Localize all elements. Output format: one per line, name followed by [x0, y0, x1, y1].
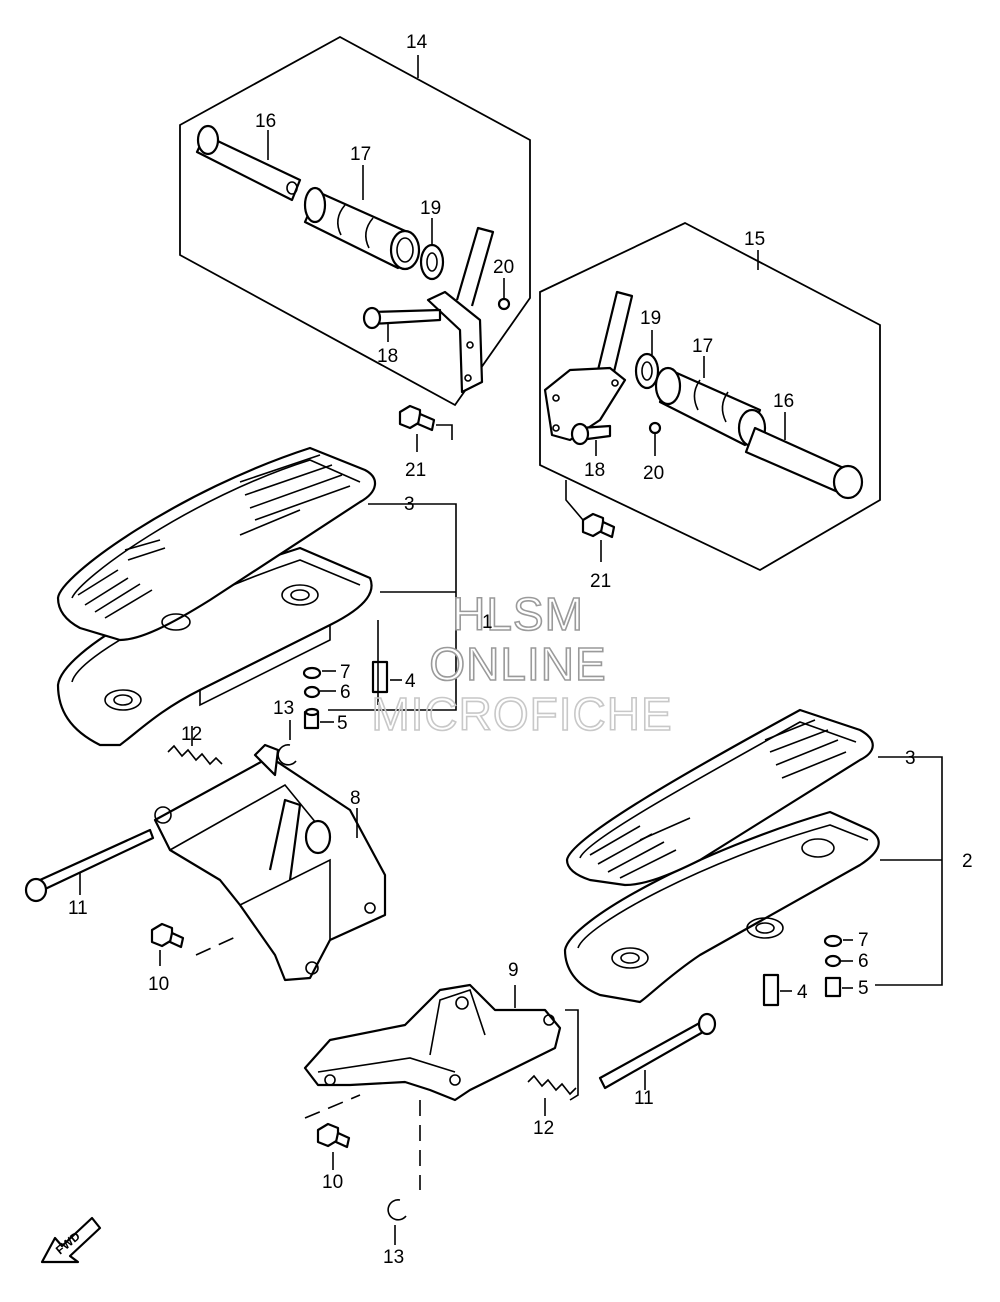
callout-13: 13: [273, 698, 294, 719]
stud-4-upper: [371, 660, 402, 694]
watermark-line-2: ONLINE: [429, 638, 606, 690]
roller-17-left: [303, 165, 421, 271]
callout-19: 19: [640, 308, 661, 329]
bracket-left: [426, 226, 495, 394]
callout-2: 2: [962, 851, 973, 872]
floorboard-upper: [56, 446, 457, 747]
washer-7-lower: [823, 934, 853, 948]
callout-4: 4: [405, 671, 416, 692]
callout-6: 6: [858, 951, 869, 972]
washer-7-upper: [302, 666, 336, 680]
bolt-11-left: [24, 828, 155, 903]
bolt-21-right: [565, 480, 616, 562]
callout-12: 12: [533, 1118, 554, 1139]
clip-20-left: [497, 278, 511, 311]
callout-12: 12: [181, 724, 202, 745]
fwd-arrow: FWD: [40, 1216, 102, 1264]
callout-8: 8: [350, 788, 361, 809]
pad-ribs-lower: [589, 719, 847, 879]
callout-5: 5: [337, 713, 348, 734]
bolt-21-left: [398, 404, 453, 452]
bracket-right: [543, 290, 634, 442]
pin-18-right: [570, 422, 612, 456]
callout-15: 15: [744, 229, 765, 250]
callout-21: 21: [405, 460, 426, 481]
clip-20-right: [648, 421, 662, 456]
washer-19-right: [634, 330, 660, 390]
callout-10: 10: [148, 974, 169, 995]
callout-3: 3: [404, 494, 415, 515]
pin-18-left: [362, 306, 442, 342]
clip-13-left: [277, 720, 297, 766]
nut-6-lower: [824, 954, 853, 968]
pin-16-left: [195, 124, 302, 202]
washer-19-left: [419, 218, 445, 281]
assembly-15: [539, 221, 881, 572]
callout-21: 21: [590, 571, 611, 592]
callout-13: 13: [383, 1247, 404, 1268]
callout-4: 4: [797, 982, 808, 1003]
floorboard-lower: [563, 708, 943, 1007]
callout-16: 16: [773, 391, 794, 412]
watermark-line-3: MICROFICHE: [371, 688, 672, 740]
callout-11: 11: [634, 1088, 654, 1109]
callout-3: 3: [905, 748, 916, 769]
bolt-11-right: [598, 1012, 717, 1090]
clip-13-right: [387, 1100, 421, 1245]
spring-12-right: [527, 1009, 579, 1116]
assembly-14: [179, 35, 531, 452]
bolt-5-lower: [824, 976, 853, 998]
callout-20: 20: [643, 463, 664, 484]
spring-12-left: [167, 726, 223, 766]
callout-5: 5: [858, 978, 869, 999]
callout-1: 1: [482, 612, 493, 633]
bracket-8: [153, 743, 387, 982]
callout-10: 10: [322, 1172, 343, 1193]
watermark: HLSM ONLINE MICROFICHE: [371, 587, 673, 741]
pin-16-right: [744, 412, 864, 500]
callout-17: 17: [350, 144, 371, 165]
callout-18: 18: [584, 460, 605, 481]
callout-18: 18: [377, 346, 398, 367]
callout-7: 7: [858, 930, 869, 951]
callout-14: 14: [406, 32, 428, 53]
pad-ribs-upper: [77, 454, 351, 619]
callout-19: 19: [420, 198, 441, 219]
bolt-5-upper: [303, 707, 334, 730]
bracket-9: [303, 983, 562, 1102]
roller-17-right: [654, 356, 767, 448]
callout-16: 16: [255, 111, 276, 132]
callouts: 14 16 17 19 20 18 21 15 19 17 16 18 20 2…: [68, 32, 973, 1268]
callout-9: 9: [508, 960, 519, 981]
bolt-10-right: [304, 1094, 361, 1170]
bolt-10-left: [150, 922, 241, 966]
callout-7: 7: [340, 662, 351, 683]
callout-17: 17: [692, 336, 713, 357]
nut-6-upper: [303, 685, 336, 699]
stud-4-lower: [762, 973, 792, 1007]
callout-20: 20: [493, 257, 514, 278]
callout-6: 6: [340, 682, 351, 703]
watermark-line-1: HLSM: [452, 588, 584, 640]
callout-11: 11: [68, 898, 88, 919]
